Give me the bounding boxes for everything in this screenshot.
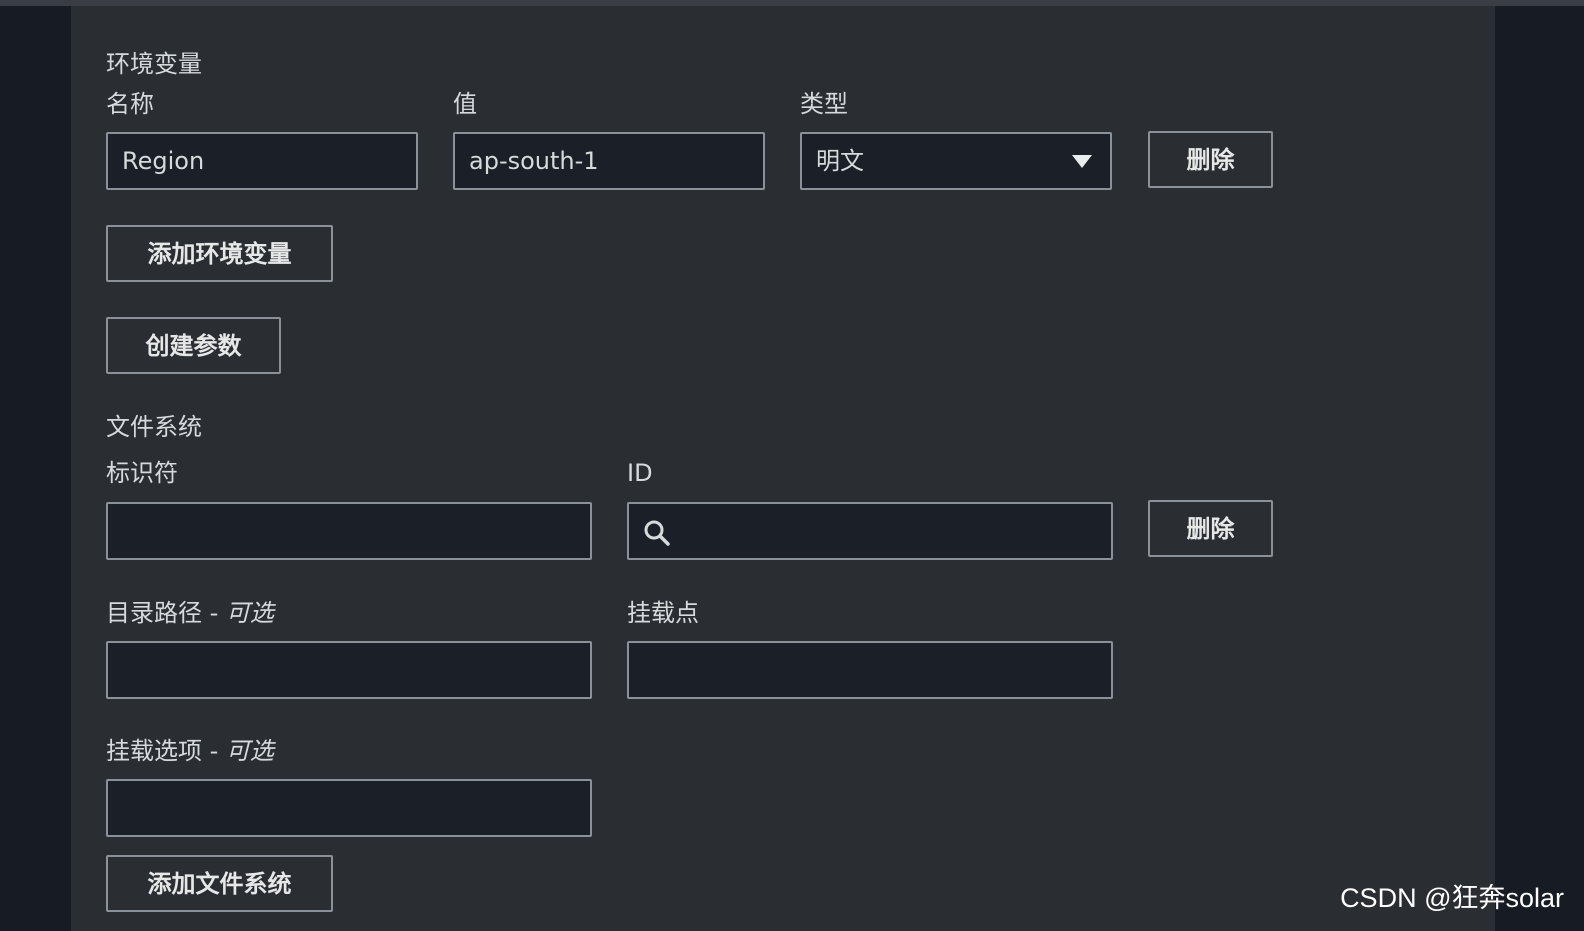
fs-delete-button[interactable]: 删除 [1148, 500, 1273, 557]
env-type-selected-value: 明文 [816, 147, 864, 175]
caret-down-icon [1072, 155, 1092, 168]
env-section-title: 环境变量 [106, 50, 202, 78]
fs-dir-path-input[interactable] [106, 641, 592, 699]
env-value-input[interactable]: ap-south-1 [453, 132, 765, 190]
fs-mount-options-label-text: 挂载选项 [106, 737, 202, 765]
env-name-input[interactable]: Region [106, 132, 418, 190]
fs-dir-path-label-text: 目录路径 [106, 599, 202, 627]
create-parameter-button[interactable]: 创建参数 [106, 317, 281, 374]
watermark: CSDN @狂奔solar [1340, 883, 1564, 913]
fs-id-search-input[interactable] [627, 502, 1113, 560]
fs-mount-options-label: 挂载选项 - 可选 [106, 737, 274, 765]
fs-id-label: ID [627, 459, 653, 487]
add-env-variable-button[interactable]: 添加环境变量 [106, 225, 333, 282]
fs-mount-options-optional: 可选 [225, 737, 274, 765]
env-value-label: 值 [453, 90, 477, 118]
env-type-select[interactable]: 明文 [800, 132, 1112, 190]
fs-mount-point-input[interactable] [627, 641, 1113, 699]
fs-dir-path-label: 目录路径 - 可选 [106, 599, 274, 627]
fs-dir-path-optional: 可选 [225, 599, 274, 627]
top-strip [0, 0, 1584, 6]
env-delete-button[interactable]: 删除 [1148, 131, 1273, 188]
fs-identifier-input[interactable] [106, 502, 592, 560]
fs-section-title: 文件系统 [106, 413, 202, 441]
env-type-label: 类型 [800, 90, 848, 118]
fs-identifier-label: 标识符 [106, 459, 178, 487]
add-file-system-button[interactable]: 添加文件系统 [106, 855, 333, 912]
fs-mount-point-label: 挂载点 [627, 599, 699, 627]
fs-mount-options-input[interactable] [106, 779, 592, 837]
search-icon [644, 520, 670, 546]
env-name-label: 名称 [106, 90, 154, 118]
form-panel: 环境变量 名称 值 类型 Region ap-south-1 明文 删除 添加环… [71, 6, 1495, 931]
